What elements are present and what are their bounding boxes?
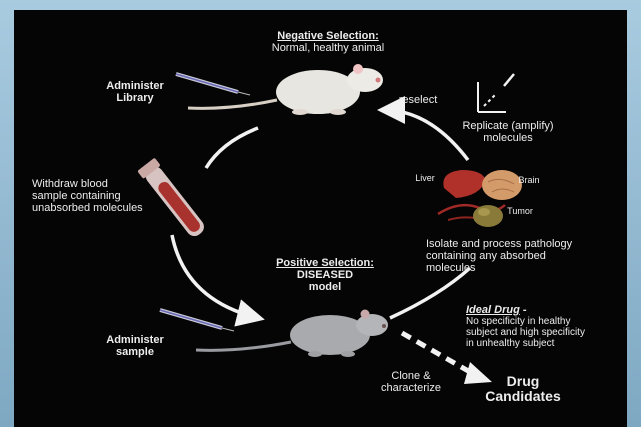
withdraw-blood-line1: Withdraw blood <box>32 178 162 190</box>
tumor-label: Tumor <box>502 206 538 216</box>
ideal-drug-line1: No specificity in healthy <box>466 316 626 327</box>
administer-sample-label: Administer sample <box>100 334 170 358</box>
healthy-rat-icon <box>188 64 383 115</box>
ideal-drug-dash: - <box>520 304 527 316</box>
drug-candidates-line2: Candidates <box>468 389 578 404</box>
syringe-icon-bottom <box>160 310 234 331</box>
negative-selection-title: Negative Selection: <box>258 30 398 42</box>
withdraw-blood-line2: sample containing <box>32 190 162 202</box>
negative-selection-subtitle: Normal, healthy animal <box>258 42 398 54</box>
positive-selection-title: Positive Selection: <box>255 257 395 269</box>
clone-label: Clone & characterize <box>366 370 456 394</box>
withdraw-blood-line3: unabsorbed molecules <box>32 202 162 214</box>
reselect-label: reselect <box>388 94 448 106</box>
administer-sample-line1: Administer <box>100 334 170 346</box>
isolate-line3: molecules <box>426 262 626 274</box>
clone-line1: Clone & <box>366 370 456 382</box>
isolate-label: Isolate and process pathology containing… <box>426 238 626 274</box>
diseased-rat-icon <box>196 310 388 358</box>
administer-library-label: Administer Library <box>100 80 170 104</box>
isolate-line1: Isolate and process pathology <box>426 238 626 250</box>
isolate-line2: containing any absorbed <box>426 250 626 262</box>
drug-candidates-label: Drug Candidates <box>468 374 578 404</box>
drug-candidates-line1: Drug <box>468 374 578 389</box>
ideal-drug-title: Ideal Drug <box>466 304 520 316</box>
replicate-line2: molecules <box>448 132 568 144</box>
brain-label: Brain <box>512 175 546 185</box>
positive-selection-line3: model <box>255 281 395 293</box>
administer-library-line1: Administer <box>100 80 170 92</box>
graph-icon <box>478 74 514 112</box>
replicate-line1: Replicate (amplify) <box>448 120 568 132</box>
dashed-arrow <box>402 333 470 372</box>
positive-selection-label: Positive Selection: DISEASED model <box>255 257 395 293</box>
liver-label: Liver <box>410 173 440 183</box>
ideal-drug-line3: in unhealthy subject <box>466 338 626 349</box>
withdraw-blood-label: Withdraw blood sample containing unabsor… <box>32 178 162 214</box>
syringe-icon-top <box>176 74 250 95</box>
arc-bottom-right <box>390 268 470 318</box>
arc-down-arrow <box>172 235 258 318</box>
ideal-drug-label: Ideal Drug - No specificity in healthy s… <box>466 304 626 349</box>
tumor-icon <box>473 205 503 227</box>
liver-icon <box>443 170 486 198</box>
ideal-drug-line2: subject and high specificity <box>466 327 626 338</box>
administer-library-line2: Library <box>100 92 170 104</box>
clone-line2: characterize <box>366 382 456 394</box>
administer-sample-line2: sample <box>100 346 170 358</box>
negative-selection-label: Negative Selection: Normal, healthy anim… <box>258 30 398 54</box>
replicate-label: Replicate (amplify) molecules <box>448 120 568 144</box>
arc-top-left <box>206 128 258 168</box>
ideal-drug-heading: Ideal Drug - <box>466 304 626 316</box>
positive-selection-line2: DISEASED <box>255 269 395 281</box>
